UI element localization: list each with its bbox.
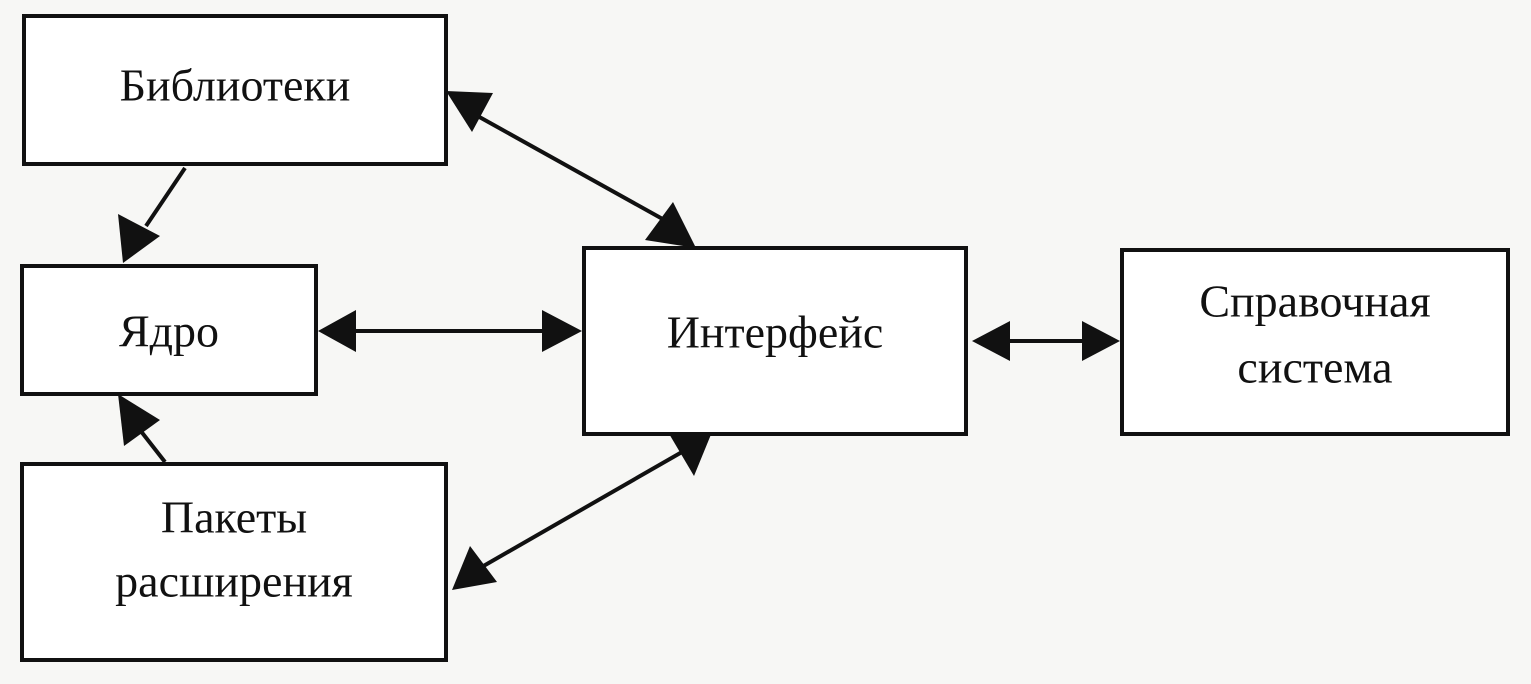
node-help-system: Справочная система <box>1120 248 1510 436</box>
edge-interface-help <box>972 321 1120 361</box>
edge-libraries-to-core <box>118 166 187 263</box>
edge-libraries-interface <box>446 91 696 248</box>
node-core-label: Ядро <box>119 306 219 357</box>
arrowhead-interface-side-from-libraries <box>645 202 696 248</box>
edge-line-packages-interface <box>479 450 683 570</box>
arrowhead-core-from-libraries <box>118 214 160 263</box>
node-libraries-box <box>22 14 448 166</box>
node-help-system-box <box>1120 248 1510 436</box>
arrowhead-packages-side <box>452 546 497 590</box>
arrowhead-libraries-side <box>446 91 493 132</box>
node-interface: Интерфейс <box>582 246 968 436</box>
node-help-label-line1: Справочная <box>1199 276 1430 327</box>
arrowhead-core-side <box>318 310 356 352</box>
node-core-box <box>20 264 318 396</box>
edge-packages-interface <box>452 432 712 590</box>
node-core: Ядро <box>20 264 318 396</box>
edge-line-libraries-interface <box>473 112 669 224</box>
node-packages: Пакеты расширения <box>20 462 448 662</box>
node-interface-label: Интерфейс <box>667 307 884 358</box>
node-libraries-label: Библиотеки <box>120 60 351 111</box>
edge-line-packages-core <box>138 428 167 464</box>
arrowhead-interface-side-from-core <box>542 310 582 352</box>
node-interface-box <box>582 246 968 436</box>
node-packages-label-line2: расширения <box>115 556 353 607</box>
node-packages-label-line1: Пакеты <box>161 492 307 543</box>
edge-core-interface <box>318 310 582 352</box>
arrowhead-help-side <box>1082 321 1120 361</box>
arrowhead-interface-side-from-packages <box>668 432 712 476</box>
arrowhead-interface-side-from-help <box>972 321 1010 361</box>
arrowhead-core-from-packages <box>118 394 160 446</box>
edge-line-libraries-core <box>144 166 187 228</box>
node-packages-box <box>20 462 448 662</box>
node-help-label-line2: система <box>1237 342 1392 393</box>
node-libraries: Библиотеки <box>22 14 448 166</box>
edge-packages-to-core <box>118 394 167 464</box>
edges <box>118 91 1120 590</box>
